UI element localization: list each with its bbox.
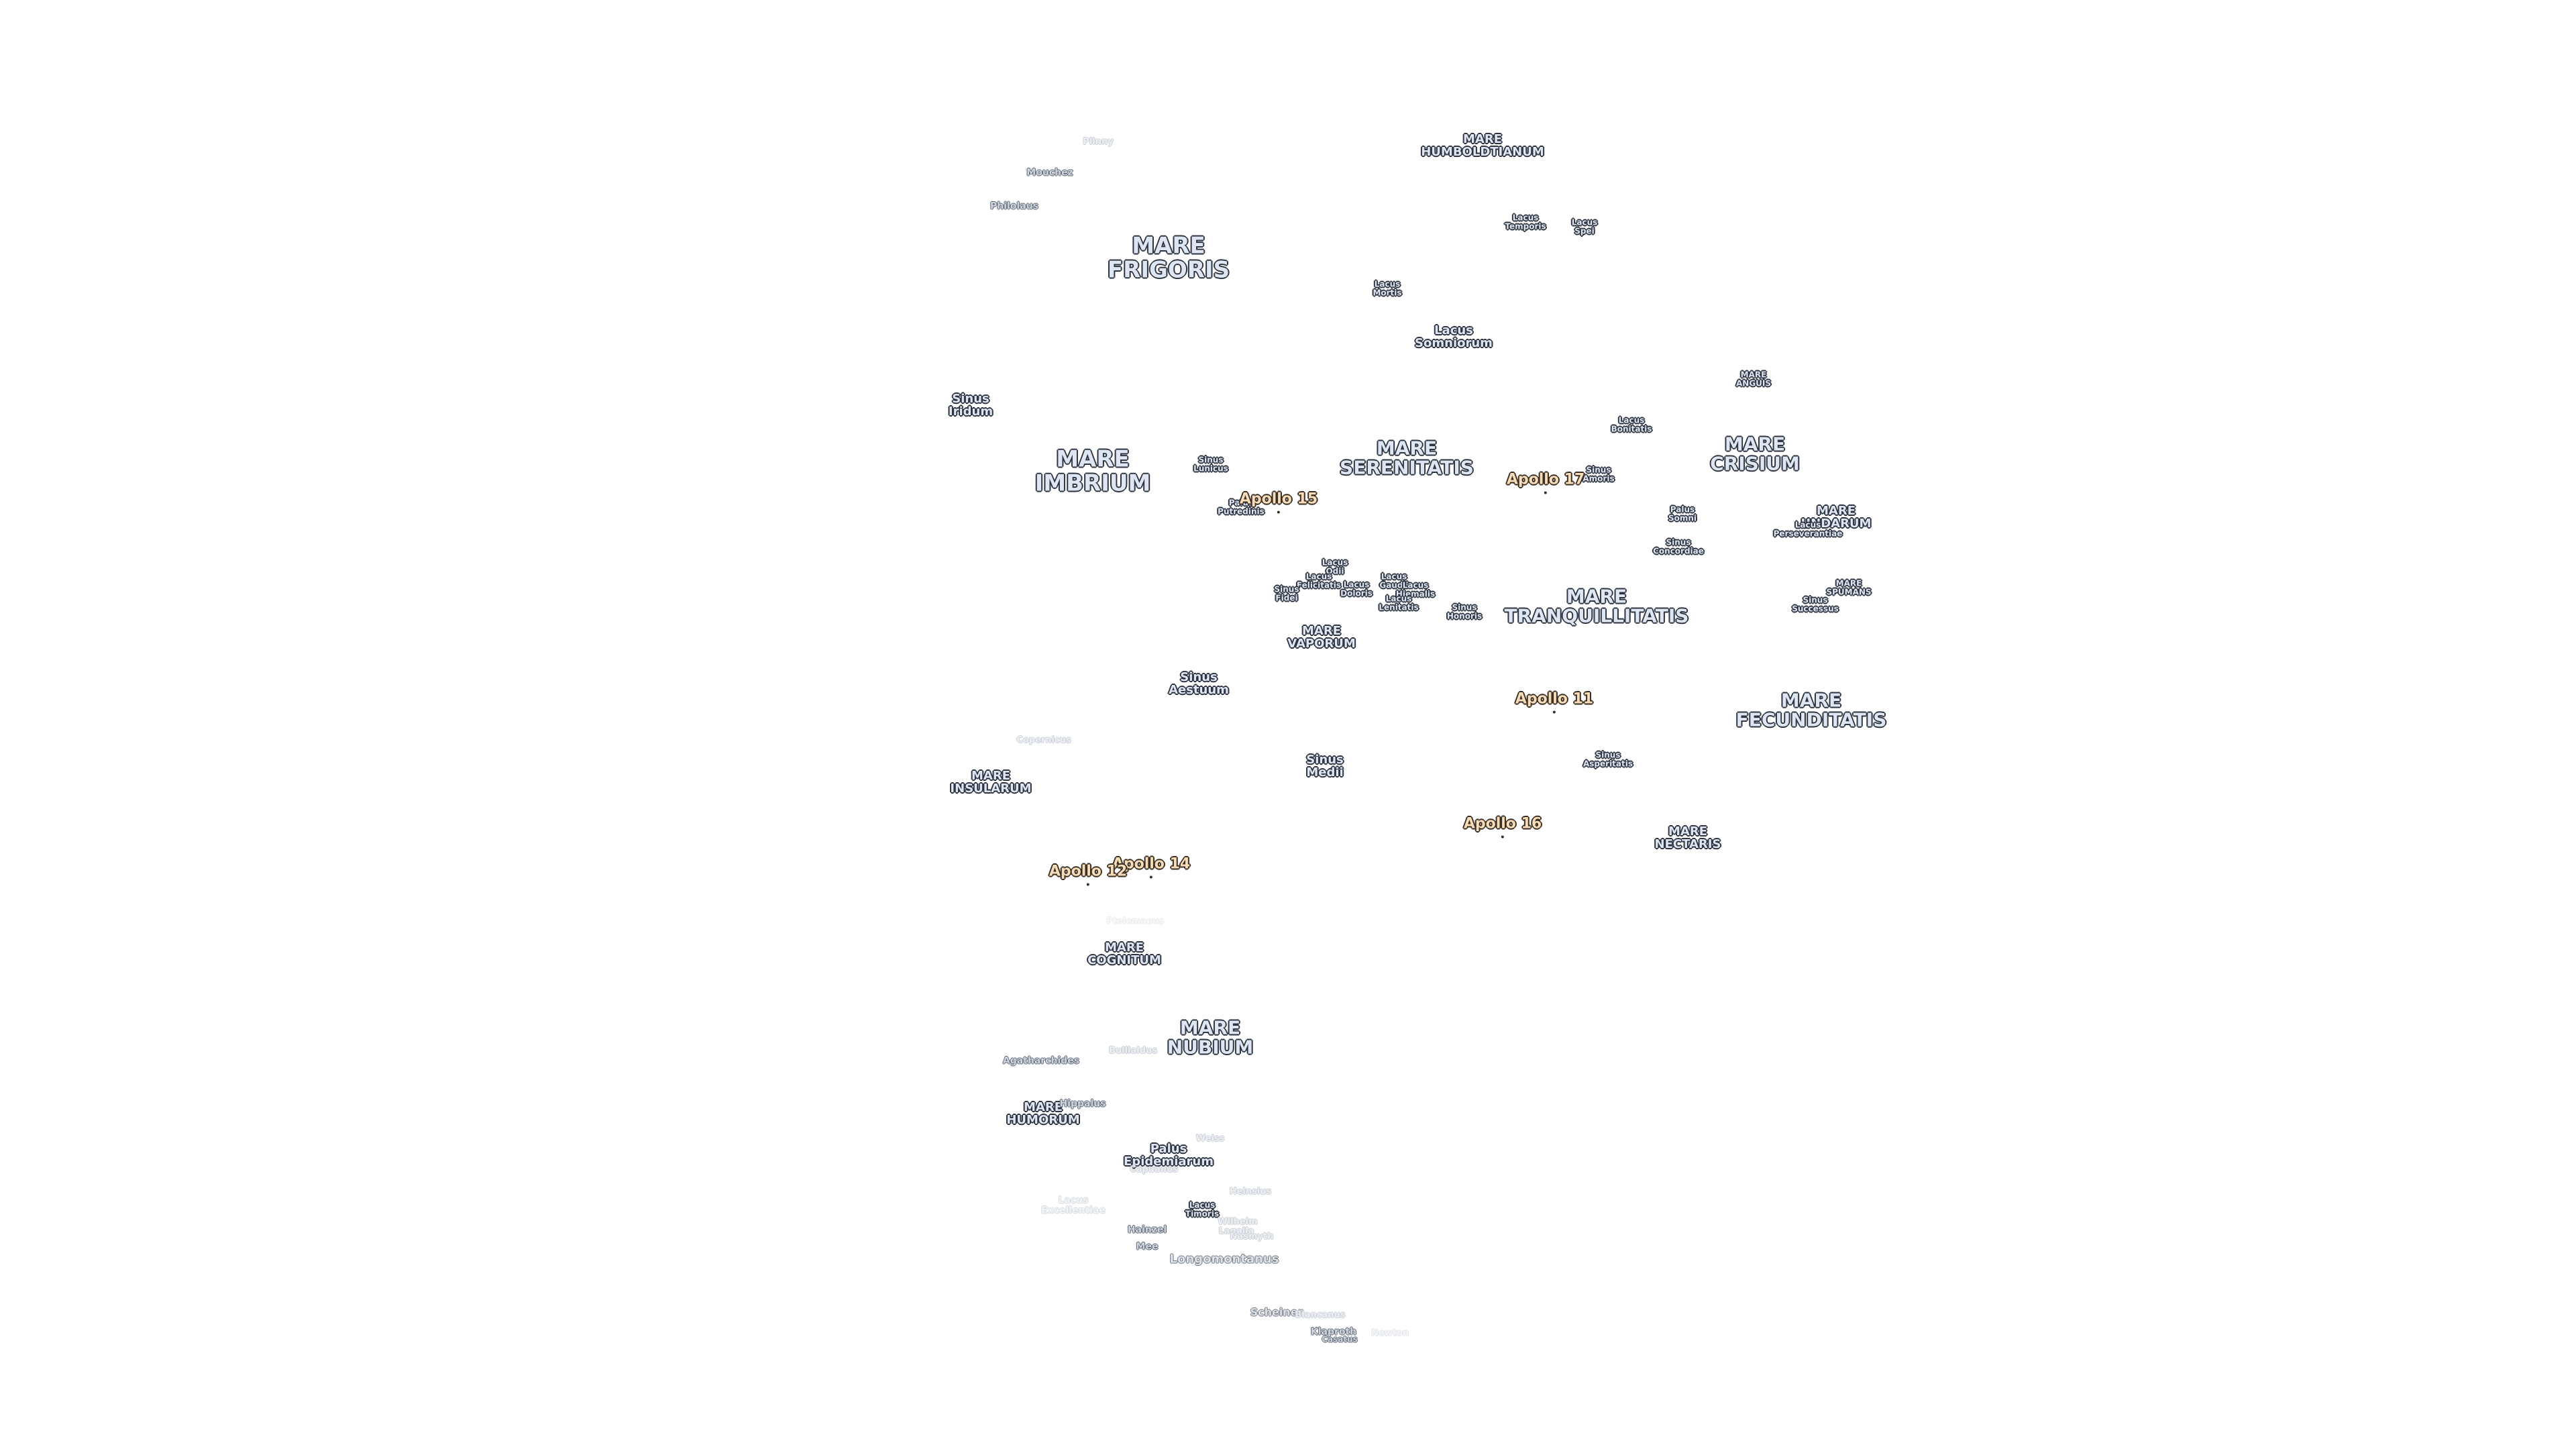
apollo-16-marker: Apollo 16 [1464,816,1542,839]
apollo-14-marker: Apollo 14 [1112,856,1190,879]
crater-ptolemaeus-label: Ptolemaeus [1106,916,1165,927]
apollo-17-marker: Apollo 17 [1507,472,1585,494]
landing-site-dot [1149,875,1152,879]
apollo-11-marker: Apollo 11 [1515,691,1593,714]
crater-heinsius-label: Heinsius [1229,1187,1272,1197]
crater-capuanus-label: Capuanus [1130,1165,1178,1175]
crater-scheiner-label: Scheiner [1250,1305,1303,1319]
crater-bullialdus-label: Bullialdus [1108,1046,1158,1057]
landing-site-dot [1501,835,1504,839]
landing-site-dot [1086,883,1089,886]
crater-blancanus-label: Blancanus [1295,1310,1346,1321]
crater-wilhelm-label: Wilhelm [1218,1217,1258,1228]
crater-klaproth-label: Klaproth [1310,1326,1357,1338]
landing-site-dot [1544,491,1547,494]
crater-weiss-label: Weiss [1195,1134,1225,1144]
crater-plinny-label: Plinny [1083,137,1114,148]
crater-longomontanus-label: Longomontanus [1169,1252,1279,1267]
crater-copernicus-label: Copernicus [1016,735,1071,746]
apollo-12-marker: Apollo 12 [1049,863,1127,886]
landing-site-dot [1277,511,1280,514]
crater-nasmyth-label: Nasmyth [1230,1232,1274,1242]
crater-agatharchides-label: Agatharchides [1002,1055,1080,1067]
apollo-15-marker: Apollo 15 [1240,491,1318,514]
crater-newton-label: Newton [1371,1328,1409,1339]
crater-casatus-label: Casatus [1322,1334,1358,1344]
crater-hainzel-label: Hainzel [1127,1224,1167,1236]
crater-lagalla-label: Lagalla [1218,1226,1254,1237]
crater-mouchez-label: Mouchez [1026,167,1073,178]
crater-philolaus-label: Philolaus [990,201,1038,212]
crater-hippalus-label: Hippalus [1059,1098,1106,1110]
landing-site-dot [1552,710,1556,714]
crater-mee-label: Mee [1136,1241,1159,1252]
